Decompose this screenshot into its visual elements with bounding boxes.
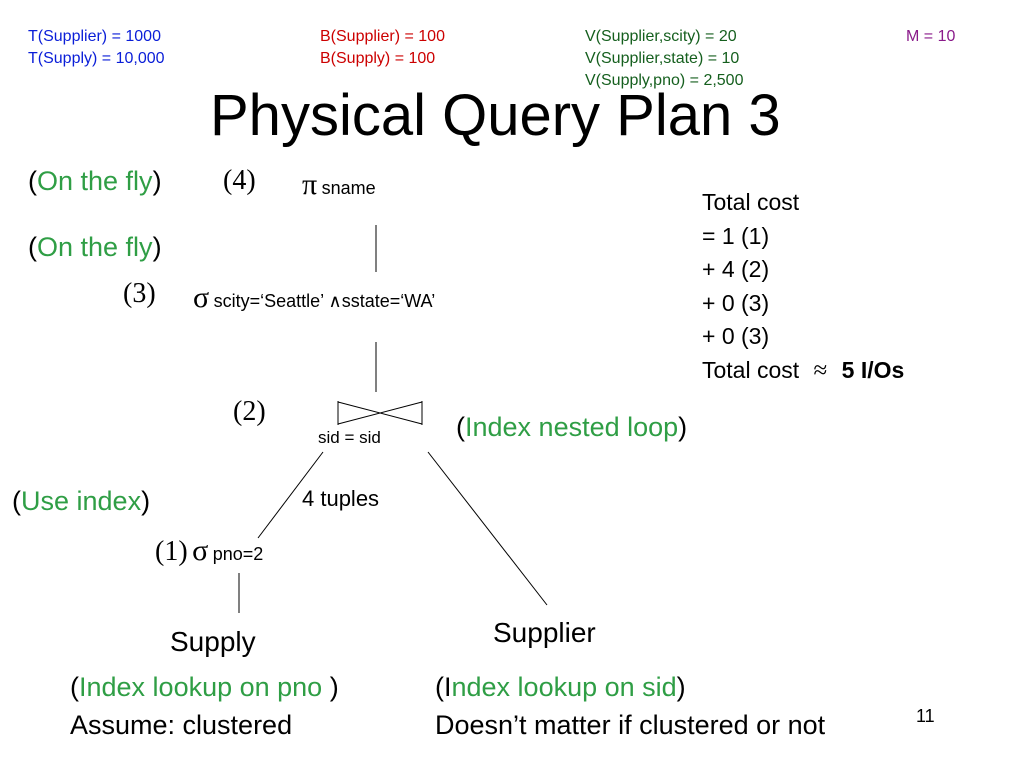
leaf-supplier: Supplier	[493, 617, 596, 648]
cost-line-3: + 0 (3)	[702, 289, 770, 316]
stat-v-scity: V(Supplier,scity) = 20	[585, 28, 737, 45]
stat-t-supplier: T(Supplier) = 1000	[28, 28, 161, 45]
cost-line-1: = 1 (1)	[702, 222, 770, 249]
cost-summary: Total cost = 1 (1) + 4 (2) + 0 (3) + 0 (…	[702, 186, 904, 388]
step2-number: (2)	[233, 396, 266, 427]
join-condition: sid = sid	[318, 428, 381, 447]
supply-access-method: (Index lookup on pno )	[70, 672, 339, 702]
supply-assumption: Assume: clustered	[70, 710, 293, 740]
and-icon: ∧	[328, 291, 342, 311]
cost-line-4: + 0 (3)	[702, 323, 770, 350]
sigma-icon: σ	[193, 281, 210, 314]
projection-attributes: sname	[321, 178, 376, 198]
selection-node-supply: (1) σ pno=2	[155, 534, 263, 568]
step3-method: (On the fly)	[28, 232, 162, 262]
approx-icon: ≈	[813, 356, 828, 384]
stat-v-pno: V(Supply,pno) = 2,500	[585, 72, 744, 89]
slide-number: 11	[916, 706, 935, 726]
step3-number: (3)	[123, 278, 156, 309]
edge-join-right	[427, 451, 548, 606]
step4-method: (On the fly)	[28, 166, 162, 196]
join-bowtie-icon	[337, 401, 423, 425]
intermediate-tuples-label: 4 tuples	[302, 486, 380, 511]
sigma-icon: σ	[192, 534, 209, 567]
selection-predicate-state: sstate=‘WA’	[341, 291, 436, 311]
edge-join-left	[257, 451, 324, 539]
selection-predicate-pno: pno=2	[212, 544, 264, 564]
selection-predicate-scity: scity=‘Seattle’	[213, 291, 329, 311]
stat-b-supply: B(Supply) = 100	[320, 50, 436, 67]
stat-t-supply: T(Supply) = 10,000	[28, 50, 165, 67]
cost-line-2: + 4 (2)	[702, 256, 770, 283]
pi-icon: π	[302, 168, 318, 201]
cost-total-label: Total cost	[702, 356, 800, 383]
stat-memory: M = 10	[906, 28, 956, 45]
leaf-supply: Supply	[170, 626, 256, 657]
step1-method: (Use index)	[12, 486, 151, 516]
step4-number: (4)	[223, 165, 256, 196]
cost-total: Total cost ≈ 5 I/Os	[702, 354, 904, 388]
step2-method: (Index nested loop)	[456, 412, 688, 442]
supplier-assumption: Doesn’t matter if clustered or not	[435, 710, 826, 740]
slide-title: Physical Query Plan 3	[210, 83, 781, 148]
cost-total-value: 5 I/Os	[841, 356, 905, 383]
cost-heading: Total cost	[702, 189, 800, 215]
stat-v-state: V(Supplier,state) = 10	[585, 50, 740, 67]
projection-node: π sname	[302, 168, 376, 202]
supplier-access-method: (Index lookup on sid)	[435, 672, 686, 702]
step1-number: (1)	[155, 536, 188, 567]
selection-node-supplier: σ scity=‘Seattle’ ∧sstate=‘WA’	[193, 281, 435, 315]
stat-b-supplier: B(Supplier) = 100	[320, 28, 445, 45]
